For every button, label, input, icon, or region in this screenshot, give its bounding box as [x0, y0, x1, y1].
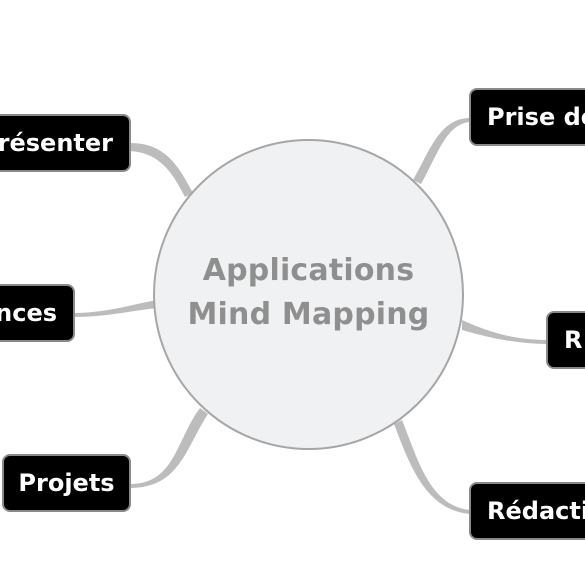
central-topic-line-1: Applications	[202, 252, 415, 288]
branch-redaction-label: Rédacti	[487, 497, 585, 525]
branch-prise-de-label: Prise de	[487, 103, 585, 131]
connector-redaction	[394, 420, 470, 514]
connector-r	[462, 320, 548, 344]
branch-redaction[interactable]: Rédacti	[469, 482, 585, 540]
branch-presenter[interactable]: résenter	[0, 114, 131, 172]
branch-r[interactable]: R	[546, 311, 585, 369]
branch-presenter-label: résenter	[0, 129, 113, 157]
branch-ances-label: nces	[0, 299, 57, 327]
connector-prise	[413, 118, 470, 184]
branch-r-label: R	[564, 326, 583, 354]
connector-projets	[130, 408, 208, 488]
connector-presenter	[130, 143, 193, 197]
central-topic-line-2: Mind Mapping	[187, 296, 430, 332]
central-topic[interactable]: Applications Mind Mapping	[153, 139, 464, 450]
branch-projets-label: Projets	[18, 469, 115, 497]
central-topic-title: Applications Mind Mapping	[188, 249, 430, 337]
branch-prise-de[interactable]: Prise de	[469, 88, 585, 146]
connector-ances	[73, 300, 157, 317]
branch-projets[interactable]: Projets	[2, 454, 131, 512]
branch-ances[interactable]: nces	[0, 284, 75, 342]
